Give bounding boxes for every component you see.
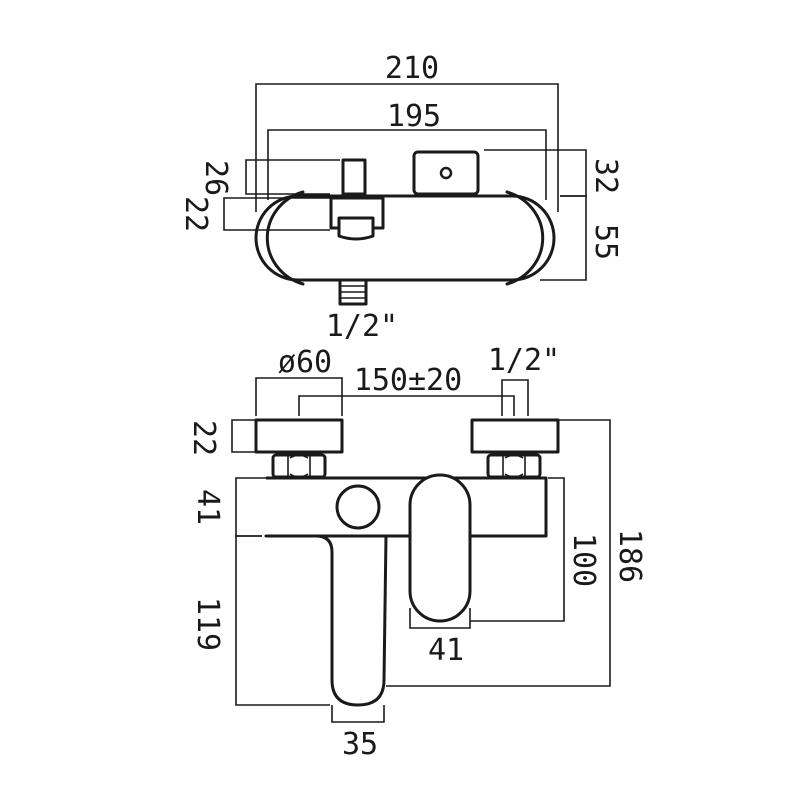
dim-line-o60 xyxy=(255,377,343,416)
dim-line-55 xyxy=(540,195,587,281)
front-view-left-flange xyxy=(254,418,344,454)
front-view: ø60 150±20 1/2" 22 41 119 100 186 41 35 xyxy=(186,343,647,762)
dim-label-32: 32 xyxy=(588,158,623,194)
top-view-body xyxy=(254,194,556,282)
dim-line-100 xyxy=(470,477,565,622)
dim-label-119: 119 xyxy=(190,597,225,651)
dim-label-210: 210 xyxy=(385,51,439,86)
dim-label-inlet-top: 1/2" xyxy=(326,309,398,344)
dim-line-centres xyxy=(298,395,515,416)
dim-label-22-top: 22 xyxy=(178,196,213,232)
top-view-spout-nozzle xyxy=(337,216,375,241)
dim-label-o60: ø60 xyxy=(278,345,332,380)
front-view-body xyxy=(264,476,548,707)
top-view: 210 195 26 22 32 55 1/2" xyxy=(178,51,623,344)
dim-label-22-front: 22 xyxy=(186,420,221,456)
dim-line-35 xyxy=(331,705,385,723)
dim-label-41-vertical: 41 xyxy=(190,489,225,525)
top-view-spout-cap xyxy=(341,158,367,196)
dim-label-inlet-front: 1/2" xyxy=(488,343,560,378)
dim-line-32 xyxy=(484,149,587,197)
top-view-left-end xyxy=(265,190,305,286)
front-view-diverter xyxy=(335,484,381,530)
top-view-handle xyxy=(412,150,480,196)
dim-line-186 xyxy=(386,419,611,687)
top-view-right-end xyxy=(505,190,545,286)
dim-label-26: 26 xyxy=(198,160,233,196)
dim-label-41-horizontal: 41 xyxy=(428,633,464,668)
dim-line-26 xyxy=(245,159,340,195)
dim-label-35: 35 xyxy=(342,727,378,762)
dim-label-centres: 150±20 xyxy=(354,363,462,398)
dim-line-22-top xyxy=(223,197,330,231)
front-view-right-flange xyxy=(470,418,560,454)
dim-line-41-vertical xyxy=(235,477,266,537)
dim-label-55: 55 xyxy=(588,224,623,260)
dim-line-41-horizontal xyxy=(409,608,471,629)
dim-label-186: 186 xyxy=(612,529,647,583)
dim-line-inlet-front xyxy=(501,379,529,416)
front-view-lever xyxy=(408,473,472,623)
top-view-handle-dot xyxy=(439,166,453,180)
dim-label-195: 195 xyxy=(387,99,441,134)
dim-line-210 xyxy=(255,83,559,212)
front-view-right-nut xyxy=(486,453,542,479)
front-view-left-nut xyxy=(271,453,327,479)
dim-line-119 xyxy=(235,535,330,706)
dim-label-100: 100 xyxy=(566,533,601,587)
dim-line-195 xyxy=(267,129,547,200)
dim-line-22-front xyxy=(231,419,256,453)
